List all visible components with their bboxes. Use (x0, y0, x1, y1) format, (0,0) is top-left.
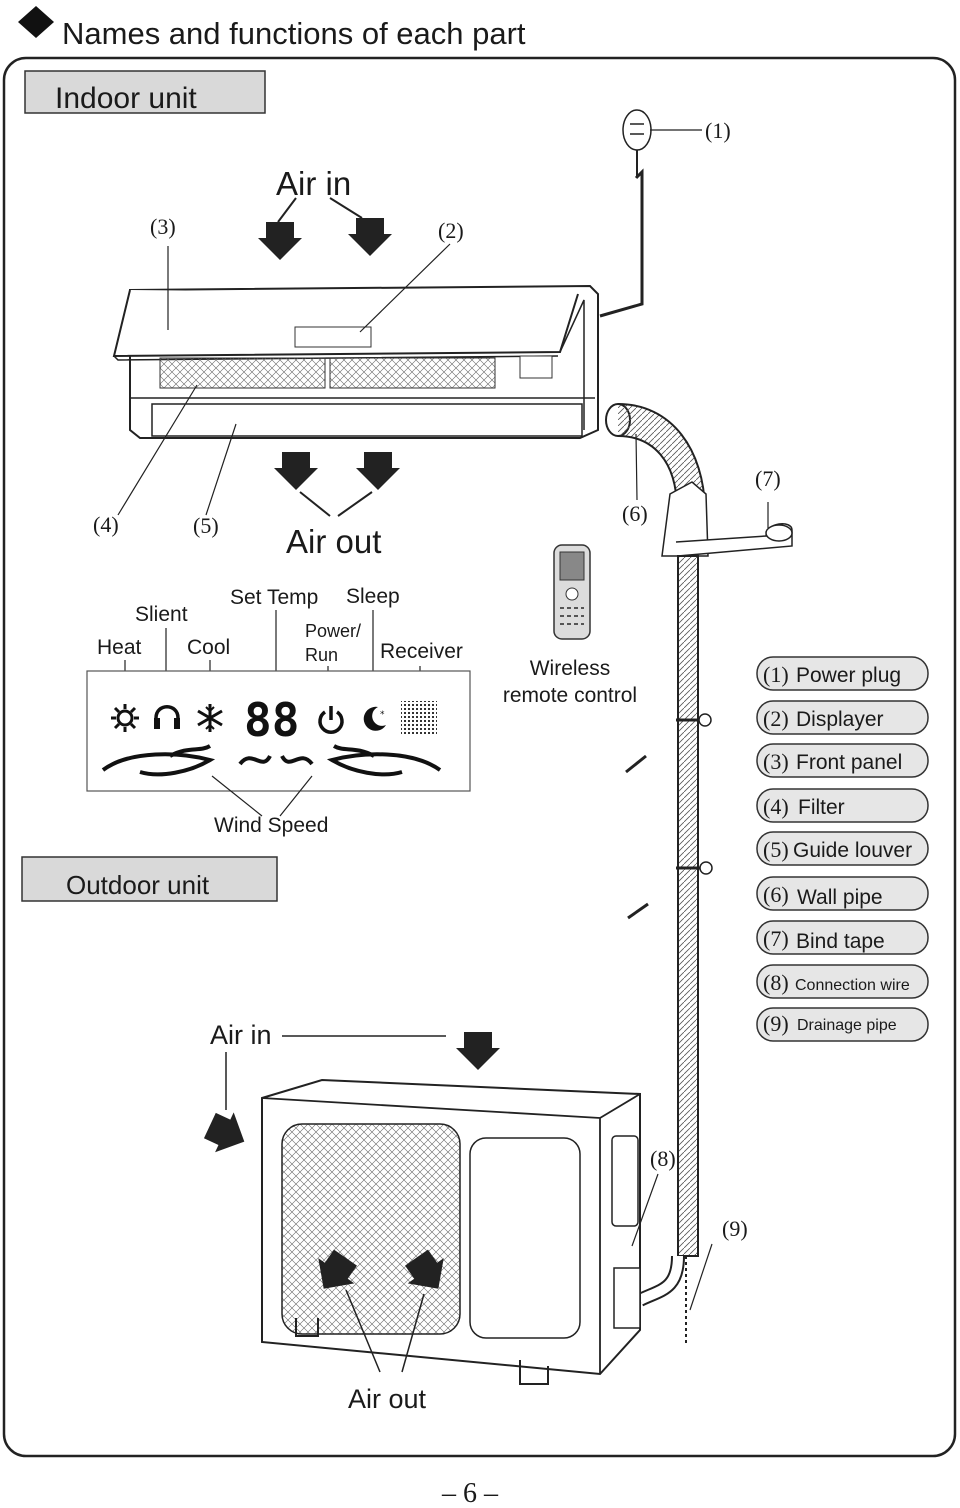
outdoor-air-out-label: Air out (348, 1384, 427, 1414)
outdoor-air-in-label: Air in (210, 1020, 272, 1050)
air-arrow-icon (405, 1249, 444, 1289)
air-arrow-icon (356, 452, 400, 490)
callout-8: (8) (650, 1146, 676, 1171)
callout-5: (5) (193, 513, 219, 538)
legend-label-5: Guide louver (793, 839, 912, 862)
legend-pill-2 (756, 700, 929, 735)
legend-label-9: Drainage pipe (797, 1017, 897, 1034)
content-frame (2, 56, 957, 1458)
legend-label-6: Wall pipe (797, 886, 883, 909)
legend-label-1: Power plug (796, 664, 901, 687)
sun-icon (111, 704, 139, 732)
svg-text:*: * (380, 710, 385, 720)
power-plug (596, 109, 702, 318)
display-label-cool: Cool (187, 636, 230, 659)
remote-label-line2: remote control (503, 684, 637, 707)
display-label-sleep: Sleep (346, 585, 400, 608)
legend-pill-4 (756, 788, 929, 823)
air-arrow-icon (318, 1249, 357, 1289)
callout-4: (4) (93, 512, 119, 537)
moon-icon: * (363, 706, 386, 731)
air-arrow-icon (348, 218, 392, 256)
power-icon (318, 706, 344, 734)
legend-label-7: Bind tape (796, 930, 885, 953)
legend-num-1: (1) (763, 662, 789, 687)
outdoor-section-box (21, 856, 278, 902)
legend-pill-3 (756, 743, 929, 778)
display-label-receiver: Receiver (380, 640, 463, 663)
callout-3: (3) (150, 214, 176, 239)
display-label-set-temp: Set Temp (230, 586, 318, 609)
legend-label-3: Front panel (796, 751, 902, 774)
wall-pipe (605, 403, 793, 1344)
legend-pill-7 (756, 920, 929, 955)
indoor-section-label: Indoor unit (55, 82, 197, 115)
air-arrow-icon (203, 1112, 245, 1153)
wind-speed-flourish (101, 744, 442, 777)
page-title: Names and functions of each part (62, 16, 526, 51)
legend-num-4: (4) (763, 794, 789, 819)
air-arrow-icon (274, 452, 318, 490)
legend-num-5: (5) (763, 837, 789, 862)
legend-num-8: (8) (763, 970, 789, 995)
snowflake-icon (197, 704, 223, 732)
set-temp-digits: 88 (244, 693, 299, 747)
legend: (1) Power plug (2) Displayer (3) Front p… (756, 656, 929, 1042)
indoor-air-out-label: Air out (286, 523, 381, 560)
legend-pill-6 (756, 876, 929, 911)
legend-num-7: (7) (763, 926, 789, 951)
outdoor-section-label: Outdoor unit (66, 870, 210, 900)
legend-pill-8 (756, 964, 929, 999)
legend-pill-5 (756, 831, 929, 866)
legend-label-4: Filter (798, 796, 845, 819)
display-label-power-run-1: Power/ (305, 621, 361, 641)
air-arrow-icon (456, 1032, 500, 1070)
callout-7: (7) (755, 466, 781, 491)
indoor-section-box (24, 70, 266, 114)
callout-1: (1) (705, 118, 731, 143)
legend-num-3: (3) (763, 749, 789, 774)
outdoor-unit (261, 1078, 641, 1385)
legend-num-9: (9) (763, 1011, 789, 1036)
diamond-bullet-icon (18, 6, 54, 38)
display-label-power-run-2: Run (305, 645, 338, 665)
legend-num-2: (2) (763, 706, 789, 731)
remote-label-line1: Wireless (530, 657, 611, 680)
display-label-slient: Slient (135, 603, 188, 626)
legend-label-8: Connection wire (795, 977, 910, 994)
legend-pill-9 (756, 1007, 929, 1042)
page-number: – 6 – (441, 1478, 499, 1508)
silent-icon (154, 705, 180, 729)
indoor-air-in-label: Air in (276, 165, 351, 202)
wind-speed-label: Wind Speed (214, 814, 328, 837)
callout-2: (2) (438, 218, 464, 243)
display-label-heat: Heat (97, 636, 142, 659)
air-arrow-icon (258, 222, 302, 260)
legend-label-2: Displayer (796, 708, 884, 731)
legend-num-6: (6) (763, 882, 789, 907)
remote-control (553, 544, 591, 640)
indoor-unit (112, 284, 599, 439)
receiver-icon (401, 701, 437, 735)
callout-6: (6) (622, 501, 648, 526)
legend-pill-1 (756, 656, 929, 691)
callout-9: (9) (722, 1216, 748, 1241)
